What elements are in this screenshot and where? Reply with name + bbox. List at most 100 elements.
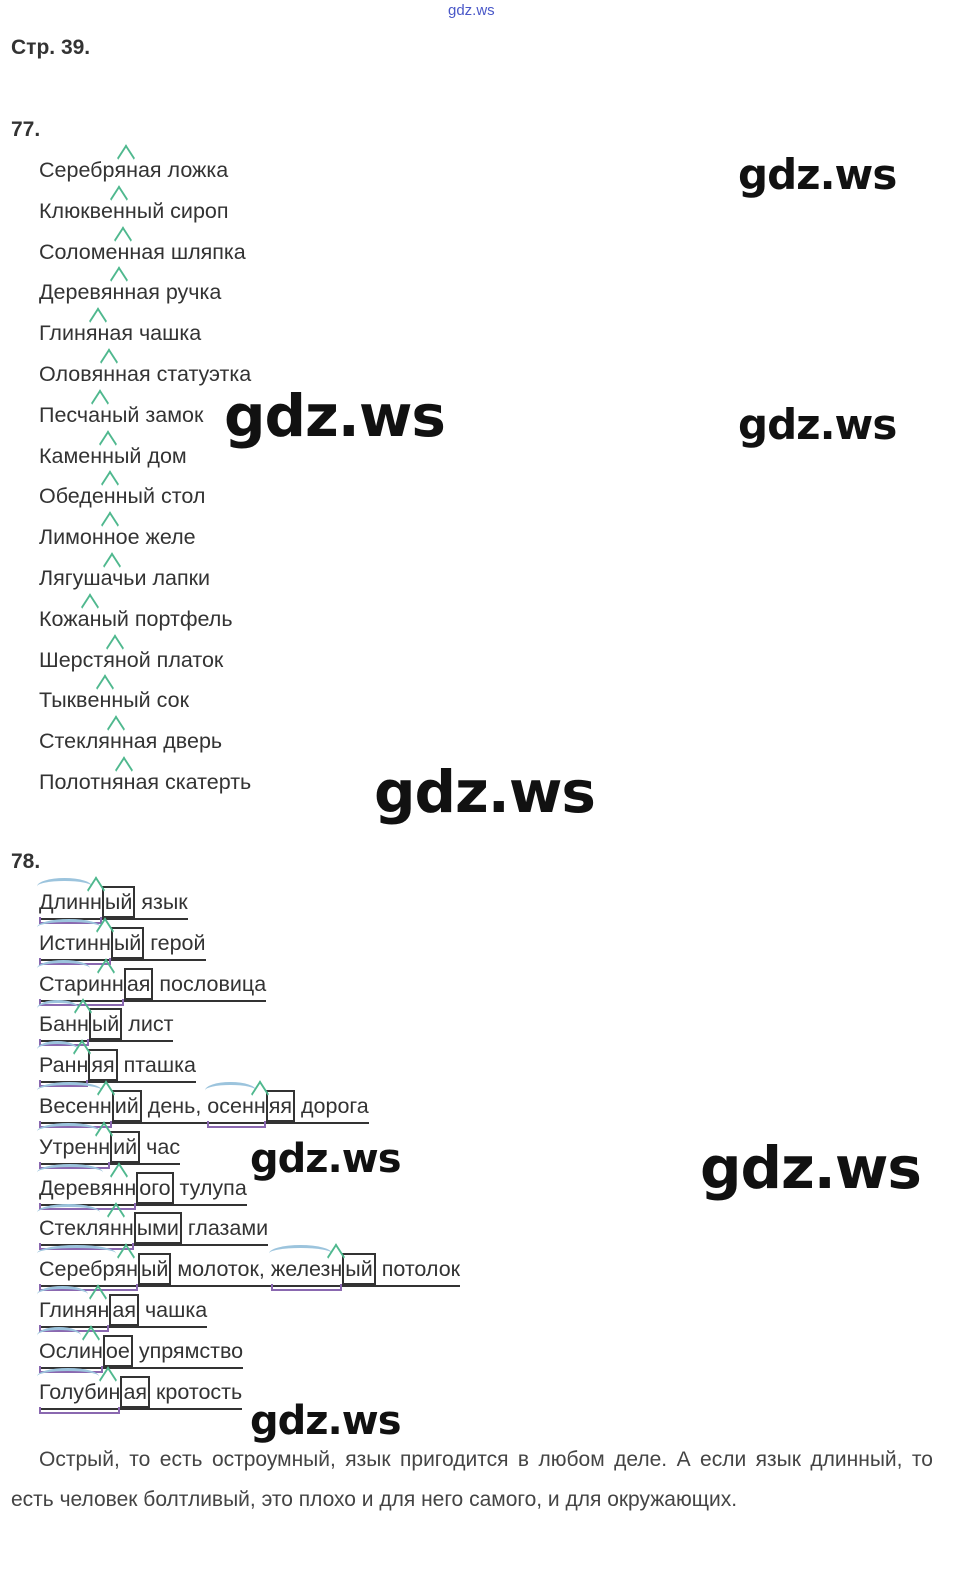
site-watermark: gdz.ws — [448, 2, 495, 19]
list-item: Стеклянная дверь — [39, 725, 251, 766]
word-start: Олов — [39, 361, 92, 386]
ending-box: ыми — [133, 1212, 182, 1245]
word-start: Солом — [39, 239, 106, 264]
ending-box: ий — [110, 1130, 141, 1163]
phrase-rest: дорога — [295, 1093, 369, 1118]
list-item: Лягушачьи лапки — [39, 562, 251, 603]
word-base: Банн — [37, 1000, 89, 1047]
suffix-mark: енн — [106, 236, 142, 268]
suffix-mark: н — [98, 1131, 110, 1163]
word-base: Длинн — [37, 878, 102, 924]
word-start: Песч — [39, 402, 89, 427]
word-rest: ый замок — [111, 402, 204, 427]
suffix-mark: янн — [101, 1172, 136, 1204]
suffix-mark: янн — [101, 276, 136, 308]
list-item: Оловянная статуэтка — [39, 358, 251, 399]
suffix-mark: инн — [88, 968, 124, 1000]
word-start: Полотн — [39, 769, 112, 794]
word-base: Утренн — [36, 1122, 111, 1169]
phrase-rest: молоток, — [171, 1257, 271, 1282]
list-item: Соломенная шляпка — [39, 236, 251, 277]
root-mark: Длин — [37, 878, 92, 918]
word-base: осенн — [205, 1081, 267, 1128]
word-start: Лимон — [39, 525, 104, 550]
watermark: gdz.ws — [250, 1398, 402, 1444]
ending-box: ый — [88, 1008, 123, 1041]
suffix-mark: ян — [86, 1294, 110, 1326]
list-item: Глиняная чашка — [39, 317, 251, 358]
list-item: Обеденный стол — [39, 480, 251, 521]
ending-box: ый — [110, 926, 145, 959]
suffix-mark: ян — [112, 766, 136, 798]
phrase-rest: потолок — [375, 1257, 461, 1282]
suffix-mark: ин — [97, 1376, 121, 1408]
watermark: gdz.ws — [738, 150, 897, 199]
phrase-rest: час — [140, 1134, 181, 1159]
word-rest: ой платок — [126, 647, 224, 672]
suffix-mark: н — [254, 1090, 266, 1122]
suffix-mark: енн — [92, 480, 128, 512]
word-rest: ая ложка — [137, 158, 229, 182]
phrase-rest: язык — [135, 890, 188, 914]
phrase-rest: глазами — [181, 1216, 269, 1241]
word-base: Истинн — [37, 918, 111, 965]
root-mark: Голуб — [37, 1367, 99, 1408]
list-item: Кожаный портфель — [39, 603, 251, 644]
conclusion-paragraph: Острый, то есть остроумный, язык пригоди… — [11, 1440, 933, 1520]
page-label: Стр. 39. — [11, 36, 91, 59]
root-mark: Осл — [36, 1326, 82, 1367]
word-rest: ая ручка — [136, 280, 222, 305]
word-base: Стеклянн — [36, 1204, 134, 1251]
word-base: Серебрян — [36, 1245, 138, 1292]
suffix-mark: н — [330, 1253, 342, 1285]
suffix-mark: ин — [79, 1335, 103, 1367]
suffix-mark: ач — [101, 562, 124, 594]
word-start: Глин — [39, 321, 86, 346]
word-base: Весенн — [37, 1081, 112, 1128]
root-mark: Утрен — [36, 1122, 101, 1163]
list-item: Клюквенный сироп — [39, 195, 251, 236]
phrase-rest: чашка — [139, 1297, 208, 1322]
word-start: Тыкв — [39, 688, 88, 713]
word-rest: ый портфель — [101, 606, 233, 631]
suffix-mark: янн — [98, 1212, 133, 1244]
ending-box: ого — [136, 1171, 174, 1204]
word-start: Камен — [39, 443, 103, 468]
list-item: Каменный дом — [39, 440, 251, 481]
suffix-mark: ян — [114, 1253, 138, 1285]
word-start: Стекл — [39, 729, 99, 754]
word-base: Глинян — [37, 1285, 110, 1332]
suffix-mark: н — [102, 440, 114, 472]
phrase-rest: герой — [144, 930, 206, 955]
phrase-rest: лист — [122, 1012, 174, 1037]
root-mark: Весен — [37, 1081, 102, 1122]
word-base: Ослин — [36, 1326, 103, 1373]
ending-box: ый — [342, 1253, 376, 1286]
phrase-rest: пташка — [117, 1053, 196, 1078]
watermark: gdz.ws — [224, 382, 446, 450]
word-rest: ый сок — [123, 688, 189, 713]
suffix-mark: енн — [101, 195, 137, 227]
list-item: Лимонное желе — [39, 521, 251, 562]
suffix-mark: н — [76, 1049, 88, 1081]
suffix-mark: янн — [98, 725, 133, 757]
